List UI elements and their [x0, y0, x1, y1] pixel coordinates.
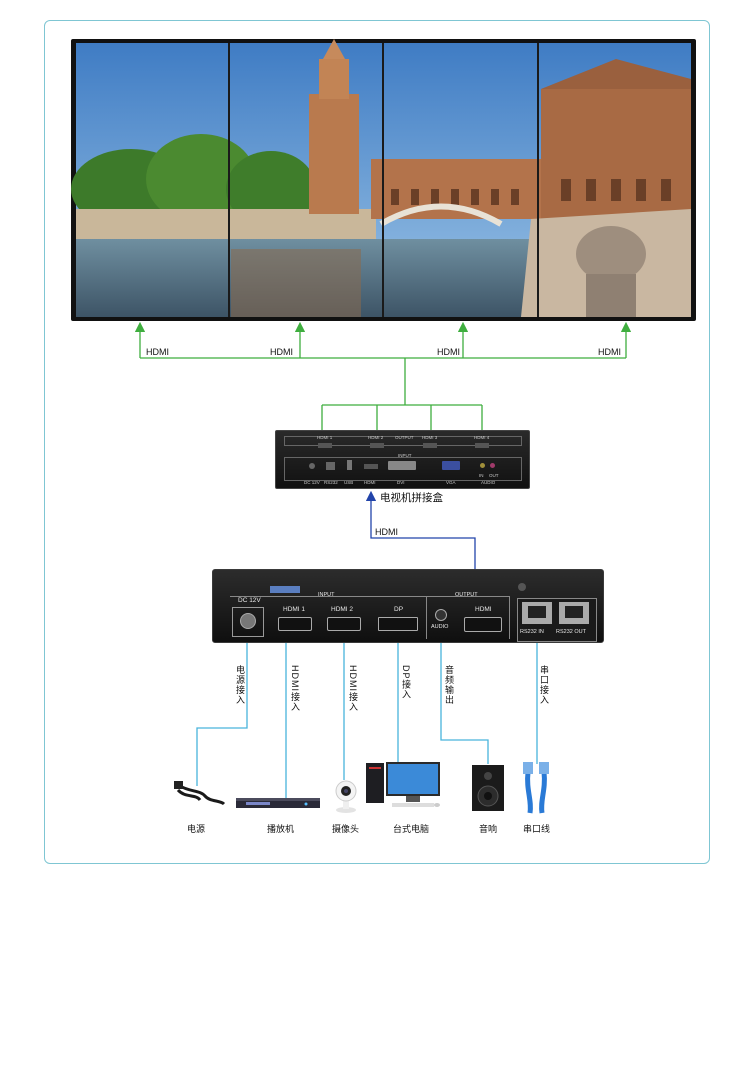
box-link-label: HDMI — [375, 527, 398, 537]
device-label: 串口线 — [523, 824, 551, 834]
wall-link-label: HDMI — [598, 347, 621, 357]
box-hdmi-out-port — [423, 443, 437, 448]
controller-port-label: DP — [394, 606, 404, 613]
box-port-label: RS232 — [324, 480, 338, 485]
audio-jack — [435, 609, 447, 621]
device-label: 摄像头 — [332, 824, 360, 834]
hdmi1-port — [278, 617, 312, 631]
device-label: 台式电脑 — [393, 824, 430, 834]
box-port-label: USB — [344, 480, 354, 485]
box-hdmi-out-port — [370, 443, 384, 448]
box-hdmi-out-port — [318, 443, 332, 448]
connection-label: 音频输出 — [444, 665, 454, 705]
hdmi2-port — [327, 617, 361, 631]
box-port-label: HDMI — [364, 480, 376, 485]
box-audio-out-port — [490, 463, 495, 468]
controller-port-label: HDMI 2 — [331, 606, 354, 613]
screw-icon — [518, 583, 526, 591]
splicer-box: HDMI 1 HDMI 2 OUTPUT HDMI 3 HDMI 4 INPUT… — [275, 430, 530, 489]
box-dc-port — [309, 463, 315, 469]
controller-port-label: AUDIO — [431, 624, 449, 630]
box-port-label: DVI — [397, 480, 405, 485]
controller-port-label: HDMI — [475, 606, 492, 613]
box-port-label: AUDIO — [481, 480, 496, 485]
connection-label: 电源接入 — [235, 665, 245, 705]
device-label: 播放机 — [267, 824, 295, 834]
controller-sticker — [270, 586, 300, 593]
box-output-port-label: HDMI 4 — [474, 435, 490, 440]
box-port-label: OUT — [489, 473, 499, 478]
controller-port-label: RS232 OUT — [556, 629, 586, 635]
connection-label: HDMI接入 — [348, 665, 358, 712]
device-label: 电源 — [187, 824, 206, 834]
dc-power-port — [232, 607, 264, 637]
box-port-label: VGA — [446, 480, 456, 485]
connection-label: DP接入 — [401, 665, 411, 700]
controller-port-label: RS232 IN — [520, 629, 544, 635]
wall-link-label: HDMI — [270, 347, 293, 357]
video-wall — [71, 39, 696, 321]
box-output-port-label: HDMI 1 — [317, 435, 333, 440]
connection-label: 串口接入 — [539, 665, 549, 705]
box-audio-in-port — [480, 463, 485, 468]
controller-port-label: DC 12V — [238, 597, 261, 604]
wall-scene — [71, 39, 691, 317]
controller-input-title: INPUT — [318, 592, 335, 598]
hdmi-out-port — [464, 617, 502, 632]
box-usb-port — [347, 460, 352, 470]
box-port-label: DC 12V — [304, 480, 320, 485]
controller-port-label: HDMI 1 — [283, 606, 306, 613]
controller-device: INPUT OUTPUT DC 12V HDMI 1 HDMI 2 DP AUD… — [212, 569, 604, 643]
device-label: 音响 — [479, 824, 498, 834]
box-dvi-port — [388, 461, 416, 470]
dp-port — [378, 617, 418, 631]
box-hdmi-in-port — [364, 464, 378, 469]
box-port-label: IN — [479, 473, 484, 478]
box-hdmi-out-port — [475, 443, 489, 448]
box-output-port-label: HDMI 3 — [422, 435, 438, 440]
wall-link-label: HDMI — [146, 347, 169, 357]
controller-output-title: OUTPUT — [455, 592, 478, 598]
box-rs232-port — [326, 462, 335, 470]
box-vga-port — [442, 461, 460, 470]
box-input-title: INPUT — [398, 453, 412, 458]
connection-label: HDMI接入 — [290, 665, 300, 712]
box-output-title: OUTPUT — [395, 435, 414, 440]
box-output-port-label: HDMI 2 — [368, 435, 384, 440]
wall-link-label: HDMI — [437, 347, 460, 357]
splicer-box-name: 电视机拼接盒 — [380, 492, 443, 504]
